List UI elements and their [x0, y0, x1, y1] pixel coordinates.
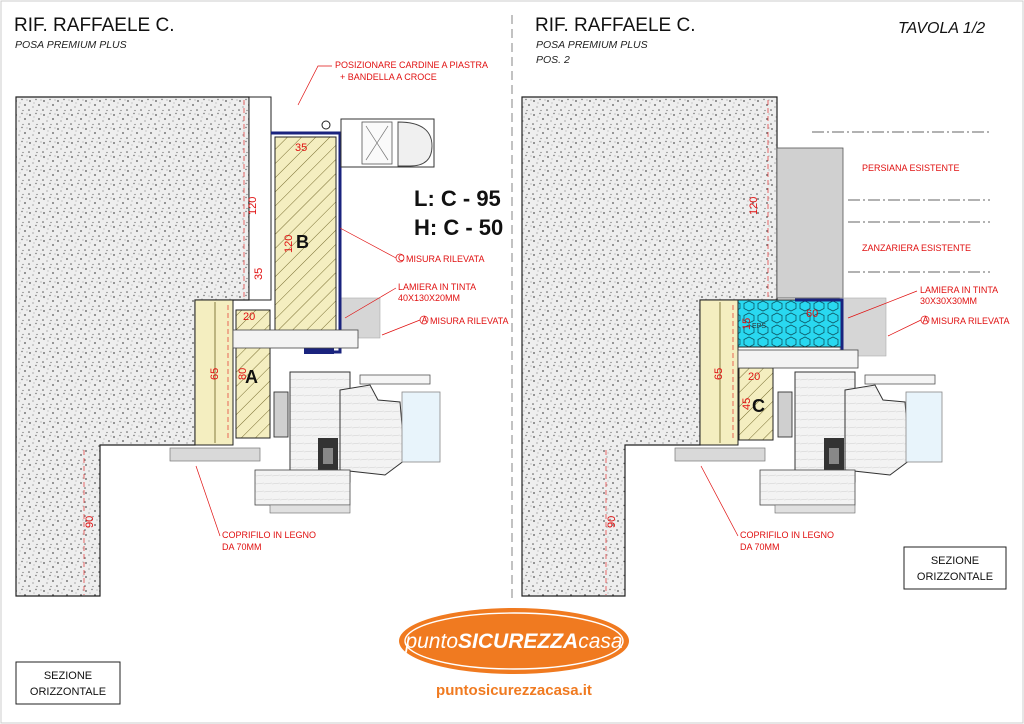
svg-text:C: C — [398, 253, 405, 263]
dim-15: 15 — [741, 318, 753, 330]
window-frame-left — [169, 329, 441, 514]
note-misura-a-right: MISURA RILEVATA — [931, 316, 1010, 326]
dim-120-block: 120 — [283, 235, 295, 253]
svg-text:A: A — [923, 315, 929, 325]
left-reveal-niche — [248, 96, 272, 301]
dim-120-wall: 120 — [247, 197, 259, 215]
eps-label: EPS — [752, 323, 766, 330]
formula-l: L: C - 95 — [414, 186, 501, 211]
right-section-box — [903, 546, 1007, 590]
right-subtitle: POSA PREMIUM PLUS — [536, 39, 648, 51]
dim-45: 45 — [741, 398, 753, 410]
right-section-line2: ORIZZONTALE — [917, 571, 993, 583]
note-persiana: PERSIANA ESISTENTE — [862, 163, 960, 173]
right-pos: POS. 2 — [536, 54, 570, 66]
note-misura-a: MISURA RILEVATA — [430, 316, 509, 326]
label-c: C — [752, 396, 765, 416]
note-lamiera-right-2: 30X30X30MM — [920, 296, 977, 306]
dim-20: 20 — [243, 311, 255, 323]
window-frame-right — [674, 349, 943, 514]
note-lamiera-right-1: LAMIERA IN TINTA — [920, 285, 998, 295]
note-coprifilo-2: DA 70MM — [222, 542, 262, 552]
dim-90-right: 90 — [606, 516, 618, 528]
block-c — [738, 367, 774, 441]
note-coprifilo-right-1: COPRIFILO IN LEGNO — [740, 530, 834, 540]
label-b: B — [296, 232, 309, 252]
left-subtitle: POSA PREMIUM PLUS — [15, 39, 127, 51]
note-zanzariera: ZANZARIERA ESISTENTE — [862, 243, 971, 253]
dim-35-top: 35 — [295, 142, 307, 154]
eps-block — [737, 299, 843, 348]
svg-text:A: A — [422, 315, 428, 325]
right-title: RIF. RAFFAELE C. — [535, 15, 695, 36]
note-coprifilo-1: COPRIFILO IN LEGNO — [222, 530, 316, 540]
left-section-line1: SEZIONE — [44, 670, 92, 682]
left-section-line2: ORIZZONTALE — [30, 686, 106, 698]
brand-logo[interactable]: puntoSICUREZZAcasa — [399, 608, 629, 674]
dim-90: 90 — [84, 516, 96, 528]
block-a-outer — [194, 299, 234, 446]
right-section-line1: SEZIONE — [931, 555, 979, 567]
note-lamiera-1: LAMIERA IN TINTA — [398, 282, 476, 292]
note-cardine-1: POSIZIONARE CARDINE A PIASTRA — [335, 60, 488, 70]
formula-h: H: C - 50 — [414, 215, 503, 240]
dim-60: 60 — [806, 308, 818, 320]
dim-20-right: 20 — [748, 371, 760, 383]
existing-shutter-box — [776, 147, 844, 299]
left-panel: RIF. RAFFAELE C. POSA PREMIUM PLUS — [14, 15, 509, 705]
left-section-box — [15, 661, 121, 705]
block-b — [274, 136, 337, 343]
tavola-label: TAVOLA 1/2 — [898, 20, 985, 37]
label-a: A — [245, 367, 258, 387]
note-cardine-2: + BANDELLA A CROCE — [340, 72, 437, 82]
dim-65-right: 65 — [713, 368, 725, 380]
note-misura-c: MISURA RILEVATA — [406, 254, 485, 264]
block-c-outer — [699, 299, 739, 446]
dim-65: 65 — [209, 368, 221, 380]
logo-text: puntoSICUREZZAcasa — [404, 630, 622, 653]
dim-80: 80 — [237, 368, 249, 380]
existing-shutter-profile — [321, 118, 435, 168]
right-panel: RIF. RAFFAELE C. POSA PREMIUM PLUS POS. … — [521, 15, 1010, 597]
dim-35-side: 35 — [253, 268, 265, 280]
note-lamiera-2: 40X130X20MM — [398, 293, 460, 303]
left-title: RIF. RAFFAELE C. — [14, 15, 174, 36]
dim-120-right: 120 — [748, 197, 760, 215]
note-coprifilo-right-2: DA 70MM — [740, 542, 780, 552]
website-link[interactable]: puntosicurezzacasa.it — [436, 682, 592, 699]
